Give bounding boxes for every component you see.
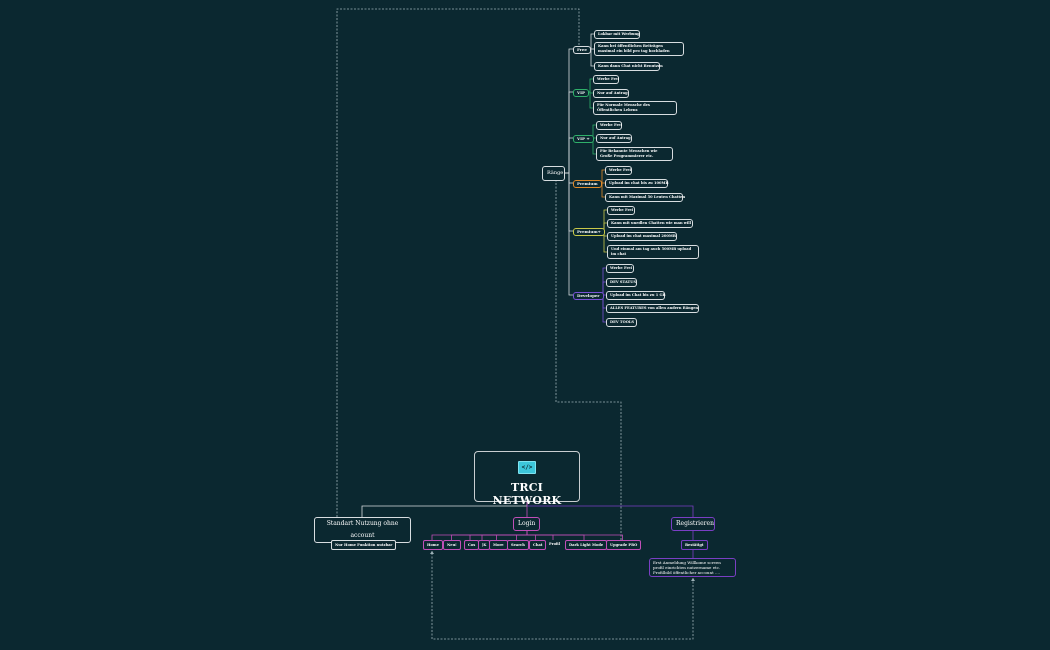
rank-item[interactable]: Für Bekannte Menschen wie Große Programm…	[596, 147, 673, 161]
root-title: TRCI NETWORK	[492, 481, 562, 507]
login-item[interactable]: Home	[423, 540, 443, 550]
rank-item[interactable]: Werbe Frei	[605, 166, 632, 175]
login-item-link	[526, 530, 623, 540]
login-node[interactable]: Login	[513, 517, 540, 531]
home-arrow-icon	[430, 551, 434, 554]
login-item-link	[516, 530, 528, 540]
rank-item[interactable]: Kann mit unedlen Chatten wie man will	[607, 219, 693, 228]
rank-item[interactable]: Werbe Frei	[593, 75, 619, 84]
login-item[interactable]: Neu!	[443, 540, 461, 550]
rank-item[interactable]: DEV TOOLS	[606, 318, 637, 327]
code-icon: </>	[518, 461, 536, 474]
home-only-node[interactable]: Nur Home Funktion nutzbar	[331, 540, 397, 550]
rank-item[interactable]: Kann bei öffentlichen Beiträgen maximal …	[594, 42, 684, 56]
rank-node[interactable]: VIP	[573, 88, 589, 97]
rank-item[interactable]: Für Normale Mensche des Öffentlichen Leb…	[593, 101, 677, 115]
standard-usage-node[interactable]: Standart Nutzung ohne account	[314, 517, 411, 543]
rank-item[interactable]: DEV STATUS	[606, 278, 637, 287]
rank-item[interactable]: Werbe Frei	[596, 121, 622, 130]
rank-node[interactable]: VIP +	[573, 134, 594, 143]
raenge-to-rank-link	[565, 137, 573, 174]
login-item[interactable]: Search	[507, 540, 529, 550]
rank-item[interactable]: Nur auf Antrag	[596, 134, 632, 143]
register-to-home-dashed	[431, 551, 694, 640]
login-item[interactable]: More	[489, 540, 508, 550]
login-item[interactable]: Dark Light Mode	[565, 540, 608, 550]
rank-node[interactable]: Free	[573, 45, 591, 54]
rank-item[interactable]: Lokbar mit Werbung	[594, 30, 640, 39]
login-item[interactable]: Profil	[546, 540, 563, 548]
login-item[interactable]: Chat	[529, 540, 547, 550]
rank-node[interactable]: Premium	[573, 179, 602, 188]
confirmed-node[interactable]: Bestätigt	[681, 540, 708, 550]
rank-item[interactable]: Upload im Chat bis zu 1 GB	[606, 291, 666, 300]
rank-item[interactable]: Werbe Frei	[606, 264, 634, 273]
root-link-register	[527, 505, 694, 517]
rank-node[interactable]: Premium+	[573, 227, 605, 236]
rank-item[interactable]: Kann dann Chat nicht Benutzen	[594, 62, 663, 71]
login-item[interactable]: Upgrade PRO	[606, 540, 642, 550]
register-arrow-icon	[691, 578, 695, 581]
rank-item[interactable]: Upload im chat bis zu 100MB	[605, 179, 669, 188]
root-node[interactable]: </> TRCI NETWORK	[474, 451, 580, 507]
raenge-to-rank-link	[565, 172, 573, 296]
rank-item[interactable]: Nur auf Antrag	[593, 89, 629, 98]
rank-item[interactable]: Kann mit Maximal 50 Leuten Chatten	[605, 193, 685, 202]
register-node[interactable]: Registrieren	[671, 517, 715, 531]
raenge-node[interactable]: Ränge	[542, 166, 565, 181]
standard-to-free-dashed	[336, 8, 580, 517]
rank-item[interactable]: Werbe Frei	[607, 206, 635, 215]
login-item[interactable]: Cos	[464, 540, 480, 550]
register-note-node[interactable]: Erst Anmeldung Willkome screen profil ei…	[649, 558, 736, 577]
rank-item[interactable]: Upload im chat maximal 200MB	[607, 232, 677, 241]
rank-item[interactable]: ALLES FEATURES von allen andern Rängen	[606, 304, 699, 313]
rank-item[interactable]: Und einmal am tag auch 500MB upload im c…	[607, 245, 699, 259]
rank-node[interactable]: Developer	[573, 291, 604, 300]
